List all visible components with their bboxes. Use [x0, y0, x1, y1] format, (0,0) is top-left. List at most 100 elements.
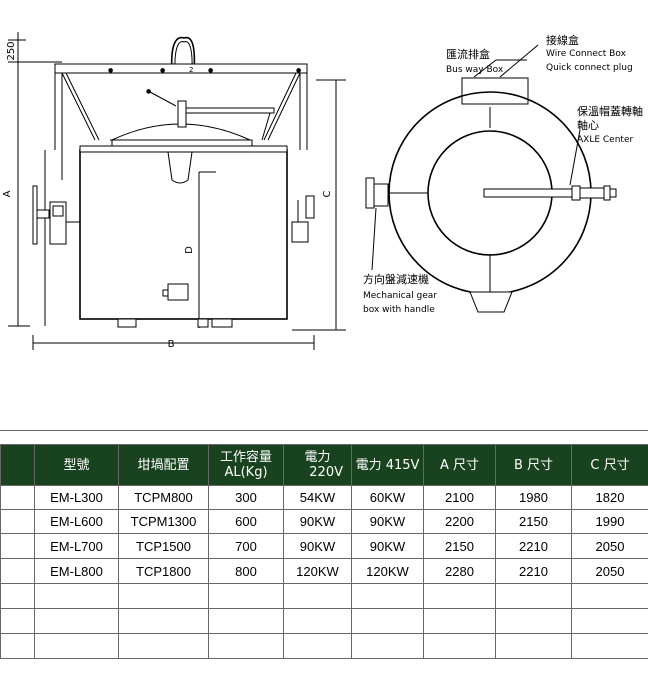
table-cell: 90KW — [283, 533, 352, 559]
empty-cell — [495, 633, 572, 659]
empty-cell — [351, 583, 424, 609]
table-cell: 90KW — [351, 533, 424, 559]
wire-box-en2: Quick connect plug — [546, 63, 633, 73]
table-cell: 800 — [208, 558, 284, 584]
wire-box-zh: 接線盒 — [546, 33, 579, 47]
table-cell: 2280 — [423, 558, 496, 584]
gear-en1: Mechanical gear — [363, 291, 437, 301]
empty-cell — [0, 633, 35, 659]
header-line1: 電力 — [304, 450, 331, 465]
empty-cell — [118, 608, 209, 634]
header-cell: 型號 — [34, 444, 119, 486]
table-cell: 2150 — [423, 533, 496, 559]
header-line1: 工作容量 — [219, 450, 272, 465]
table-cell: TCP1800 — [118, 558, 209, 584]
table-cell: 90KW — [351, 509, 424, 534]
empty-row — [0, 583, 648, 609]
dim-c-label: C — [322, 190, 333, 197]
table-cell: 90KW — [283, 509, 352, 534]
empty-cell — [34, 608, 119, 634]
table-cell: 300 — [208, 485, 284, 510]
row-lead-cell — [0, 533, 35, 559]
busway-zh: 匯流排盒 — [446, 47, 490, 61]
table-cell: EM-L800 — [34, 558, 119, 584]
row-lead-cell — [0, 558, 35, 584]
table-cell: 2200 — [423, 509, 496, 534]
dim-250-label: 250 — [6, 41, 17, 60]
header-cell: B 尺寸 — [495, 444, 572, 486]
table-cell: 2100 — [423, 485, 496, 510]
table-cell: 54KW — [283, 485, 352, 510]
header-line1: A 尺寸 — [439, 457, 480, 473]
axle-zh1: 保溫帽蓋轉軸 — [577, 104, 643, 118]
svg-text:●: ● — [208, 67, 213, 74]
table-cell: 120KW — [351, 558, 424, 584]
empty-cell — [351, 608, 424, 634]
table-cell: 2050 — [571, 558, 648, 584]
empty-cell — [283, 608, 352, 634]
table-cell: 2210 — [495, 558, 572, 584]
empty-cell — [571, 608, 648, 634]
empty-cell — [423, 583, 496, 609]
empty-cell — [571, 633, 648, 659]
table-cell: EM-L600 — [34, 509, 119, 534]
gear-zh: 方向盤減速機 — [363, 272, 429, 286]
table-cell: 2150 — [495, 509, 572, 534]
table-cell: 1820 — [571, 485, 648, 510]
svg-text:●: ● — [160, 67, 165, 74]
empty-cell — [208, 633, 284, 659]
header-line1: 型號 — [63, 457, 90, 473]
empty-cell — [118, 583, 209, 609]
empty-row — [0, 633, 648, 659]
empty-cell — [571, 583, 648, 609]
empty-cell — [208, 608, 284, 634]
table-cell: 700 — [208, 533, 284, 559]
table-cell: 2050 — [571, 533, 648, 559]
empty-cell — [495, 583, 572, 609]
empty-cell — [208, 583, 284, 609]
svg-text:●: ● — [108, 67, 113, 74]
empty-cell — [0, 583, 35, 609]
frame-mark: 2 — [189, 66, 193, 74]
header-line1: C 尺寸 — [590, 457, 630, 473]
header-line1: 電力 415V — [355, 457, 420, 473]
table-cell: EM-L300 — [34, 485, 119, 510]
header-cell: A 尺寸 — [423, 444, 496, 486]
header-line1: B 尺寸 — [513, 457, 554, 473]
table-cell: TCP1500 — [118, 533, 209, 559]
axle-en: AXLE Center — [577, 135, 633, 145]
empty-cell — [34, 633, 119, 659]
header-line2: AL(Kg) — [224, 465, 268, 480]
table-cell: 1980 — [495, 485, 572, 510]
table-cell: 60KW — [351, 485, 424, 510]
empty-cell — [423, 633, 496, 659]
dim-a-label: A — [2, 190, 13, 197]
wire-box-en1: Wire Connect Box — [546, 49, 627, 59]
svg-text:●: ● — [146, 88, 151, 95]
header-line2: 220V — [309, 465, 343, 480]
table-cell: 120KW — [283, 558, 352, 584]
empty-cell — [34, 583, 119, 609]
busway-en: Bus way Box — [446, 65, 504, 75]
table-top-rule — [0, 430, 648, 431]
table-cell: EM-L700 — [34, 533, 119, 559]
header-cell: C 尺寸 — [571, 444, 648, 486]
technical-drawing: 250 A ● ● ● ● 2 ● — [2, 32, 643, 350]
row-lead-cell — [0, 485, 35, 510]
gear-en2: box with handle — [363, 305, 435, 315]
empty-cell — [423, 608, 496, 634]
header-cell: 坩堝配置 — [118, 444, 209, 486]
empty-cell — [283, 583, 352, 609]
empty-cell — [351, 633, 424, 659]
empty-cell — [283, 633, 352, 659]
table-cell: 2210 — [495, 533, 572, 559]
side-view: 250 A ● ● ● ● 2 ● — [2, 32, 346, 350]
